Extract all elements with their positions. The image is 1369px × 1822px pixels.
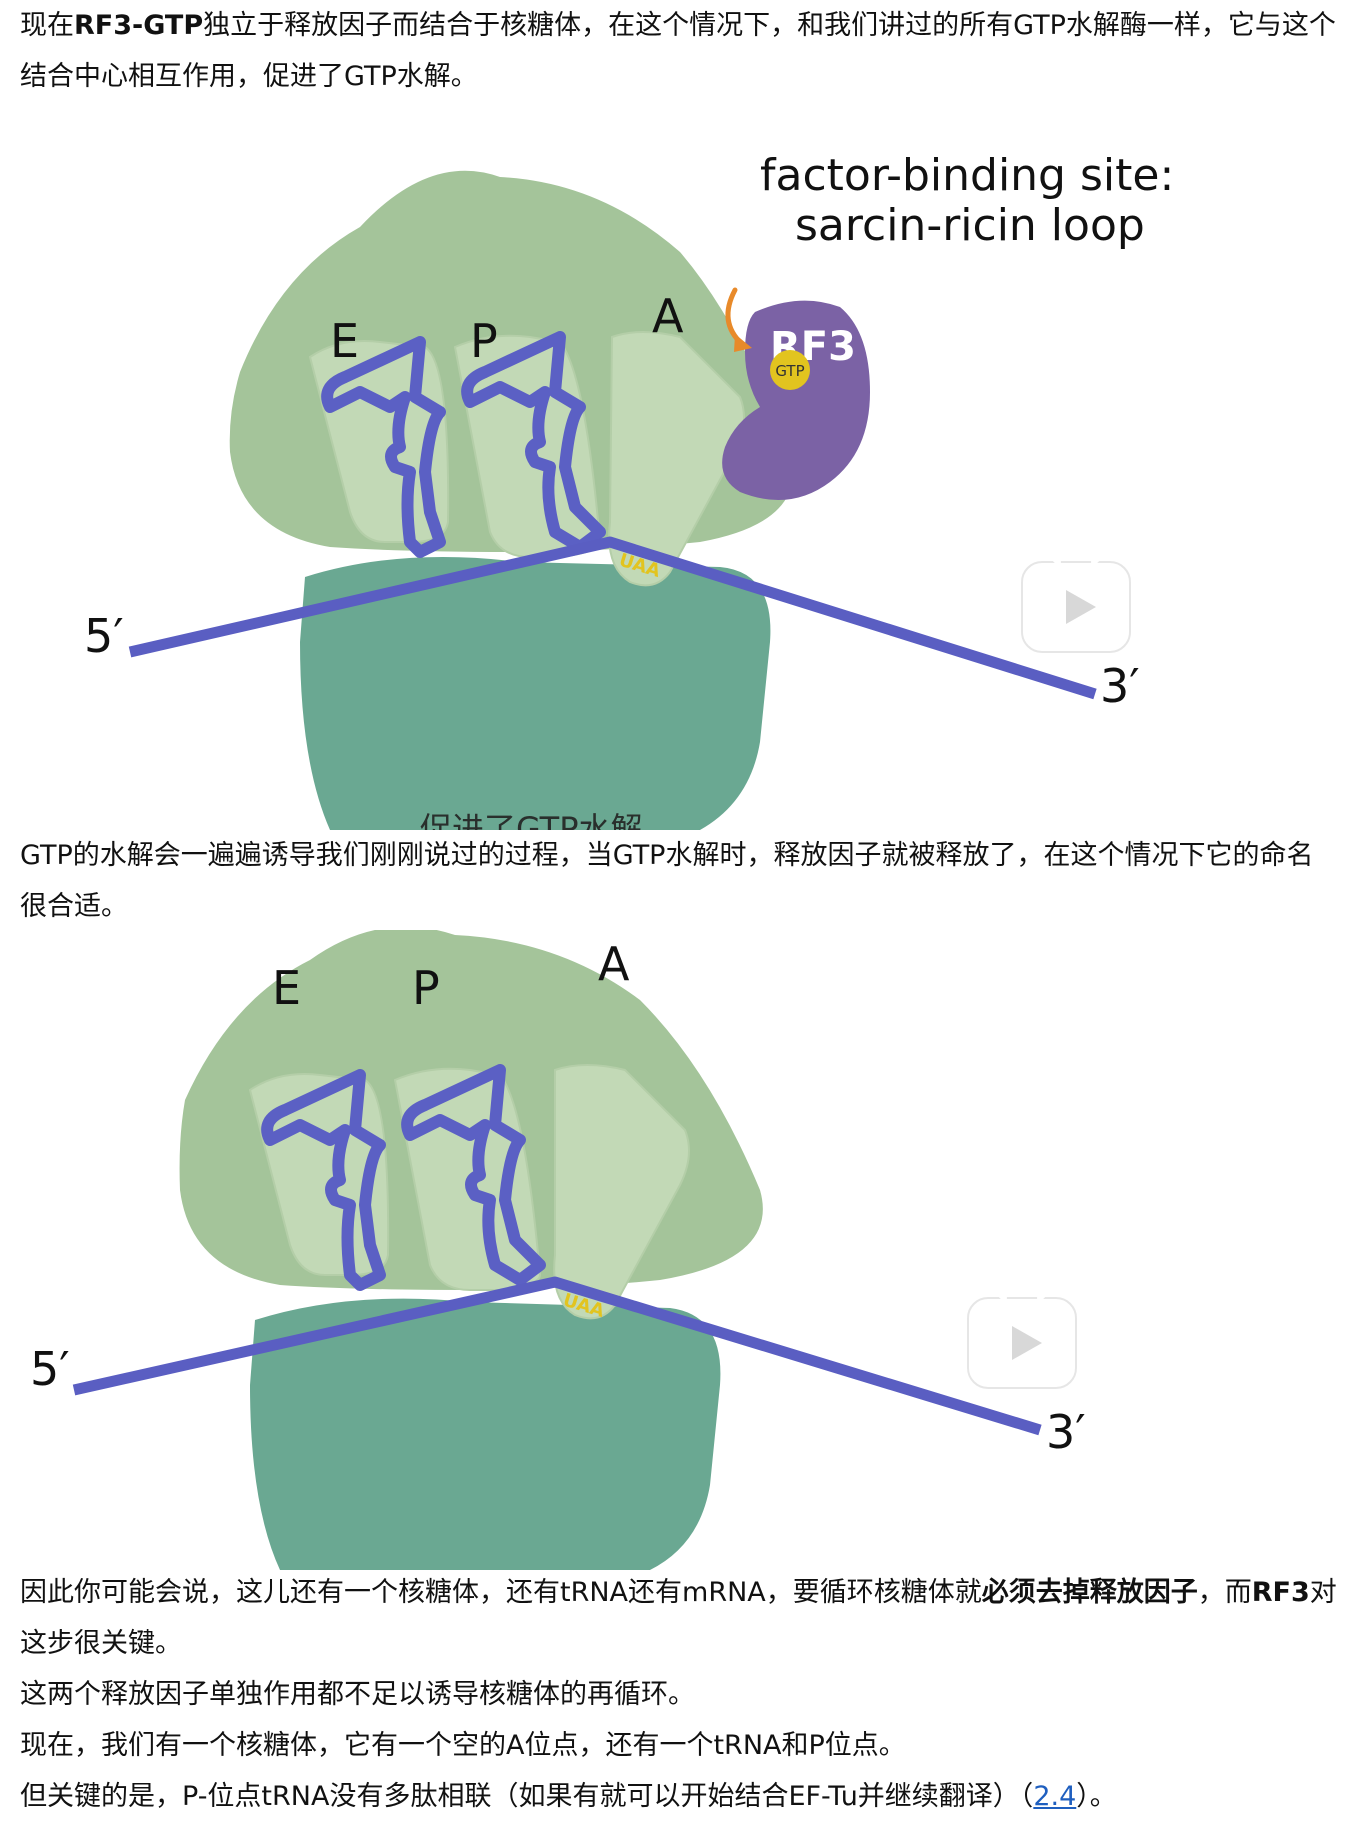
fig1-site-p-label: P <box>470 314 498 368</box>
paragraph-6: 但关键的是，P-位点tRNA没有多肽相联（如果有就可以开始结合EF-Tu并继续翻… <box>20 1771 1340 1822</box>
figure-ribosome-rf3: E P A factor-binding site: sarcin-ricin … <box>0 122 1369 848</box>
fig2-site-e-label: E <box>272 961 301 1015</box>
arrow-icon-head <box>734 334 752 352</box>
fig2-three-prime: 3′ <box>1046 1405 1086 1459</box>
bilibili-tv-watermark-icon <box>967 1283 1077 1389</box>
fig1-five-prime: 5′ <box>84 609 124 663</box>
mrna-strand <box>72 1276 1042 1436</box>
figure-ribosome-empty: E P A UAA 5′ 3′ <box>0 926 1369 1570</box>
paragraph-4: 这两个释放因子单独作用都不足以诱导核糖体的再循环。 <box>20 1679 695 1710</box>
reference-link-2-4[interactable]: 2.4 <box>1033 1781 1077 1812</box>
p6-text-post: ）。 <box>1076 1781 1117 1812</box>
trna-e <box>321 336 446 558</box>
gtp-circle <box>770 350 810 390</box>
p3-bold-2: RF3 <box>1251 1577 1310 1608</box>
trna-p <box>401 1064 546 1286</box>
fig1-title-line2: sarcin-ricin loop <box>795 200 1145 251</box>
small-subunit <box>300 557 771 830</box>
trna-p <box>461 331 606 553</box>
fig2-site-a-label: A <box>598 937 630 991</box>
p1-bold: RF3-GTP <box>74 10 204 41</box>
gtp-label: GTP <box>775 362 804 380</box>
figure-1-svg: E P A factor-binding site: sarcin-ricin … <box>84 150 1174 848</box>
p3-text-pre: 因此你可能会说，这儿还有一个核糖体，还有tRNA还有mRNA，要循环核糖体就 <box>20 1577 982 1608</box>
p3-text-mid: ，而 <box>1197 1577 1252 1608</box>
paragraph-1: 现在RF3-GTP独立于释放因子而结合于核糖体，在这个情况下，和我们讲过的所有G… <box>20 0 1340 102</box>
p3-bold: 必须去掉释放因子 <box>981 1577 1198 1608</box>
mrna-strand <box>128 536 1097 700</box>
fig2-five-prime: 5′ <box>30 1342 70 1396</box>
a-site <box>608 331 745 587</box>
bilibili-tv-watermark-icon <box>1021 547 1131 653</box>
rf3-protein <box>722 300 870 500</box>
fig1-title-line1: factor-binding site: <box>760 150 1174 201</box>
fig1-site-a-label: A <box>652 289 684 343</box>
paragraph-5: 现在，我们有一个核糖体，它有一个空的A位点，还有一个tRNA和P位点。 <box>20 1730 906 1761</box>
p1-text-post: 独立于释放因子而结合于核糖体，在这个情况下，和我们讲过的所有GTP水解酶一样，它… <box>20 10 1336 92</box>
paragraph-2: GTP的水解会一遍遍诱导我们刚刚说过的过程，当GTP水解时，释放因子就被释放了，… <box>20 840 1314 922</box>
paragraph-3: 因此你可能会说，这儿还有一个核糖体，还有tRNA还有mRNA，要循环核糖体就必须… <box>20 1567 1340 1669</box>
a-site <box>553 1064 690 1320</box>
fig1-subtitle-partial: 促进了GTP水解 <box>420 810 643 830</box>
p1-text-pre: 现在 <box>20 10 74 41</box>
trna-e <box>261 1069 386 1291</box>
small-subunit <box>250 1298 721 1570</box>
p3-text-post: 对这步很关键。 <box>20 1577 1337 1659</box>
fig1-site-e-label: E <box>330 314 359 368</box>
p6-text-pre: 但关键的是，P-位点tRNA没有多肽相联（如果有就可以开始结合EF-Tu并继续翻… <box>20 1781 1034 1812</box>
fig2-site-p-label: P <box>412 961 440 1015</box>
figure-2-svg: E P A UAA 5′ 3′ <box>30 926 1086 1570</box>
fig1-three-prime: 3′ <box>1100 659 1140 713</box>
